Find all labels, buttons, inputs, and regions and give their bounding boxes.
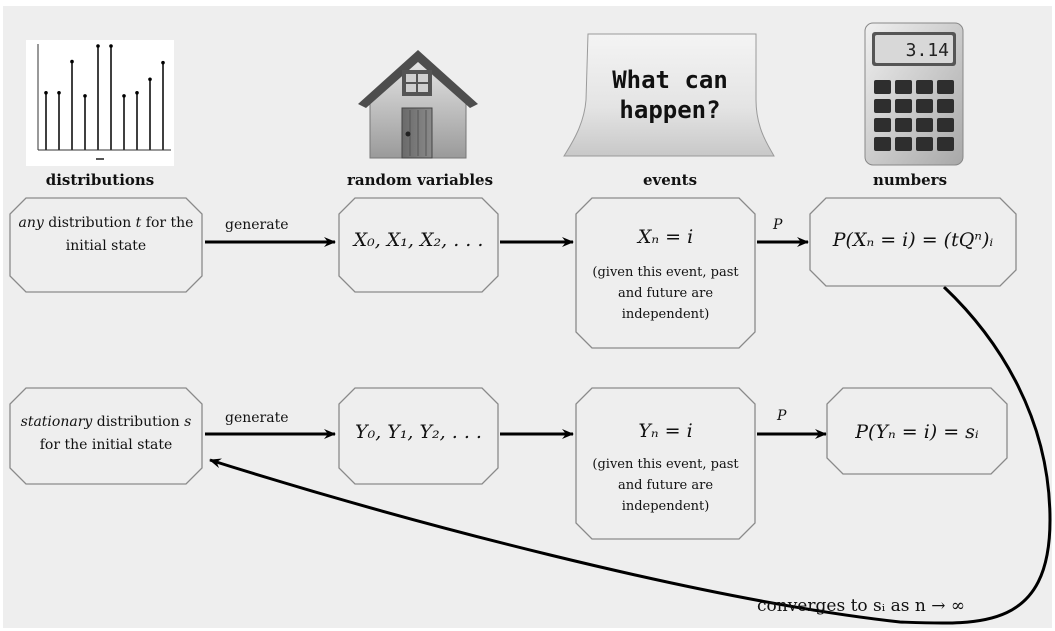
calculator-key: [937, 80, 954, 94]
event-y-note-2: and future are: [617, 478, 714, 493]
box-random-variables-y: Y₀, Y₁, Y₂, . . .: [339, 421, 498, 443]
box-stationary-distribution: stationary distribution s for the initia…: [10, 411, 202, 457]
dist-any-mid: distribution: [43, 215, 136, 231]
calculator-key: [895, 80, 912, 94]
calculator-key: [937, 137, 954, 151]
box-event-y: Yₙ = i (given this event, past and futur…: [576, 420, 755, 517]
box-number-x: P(Xₙ = i) = (tQⁿ)ᵢ: [810, 229, 1016, 251]
calculator-key: [937, 118, 954, 132]
calculator-key: [874, 99, 891, 113]
stem-dot: [44, 91, 48, 95]
dist-stationary-emph: stationary: [20, 414, 93, 430]
house-icon: [358, 50, 478, 159]
calculator-key: [895, 118, 912, 132]
stem-dot: [57, 91, 61, 95]
calculator-display: 3.14: [906, 40, 949, 61]
calculator-key: [916, 80, 933, 94]
calculator-icon: 3.14: [864, 22, 964, 166]
dist-stationary-line-2: for the initial state: [39, 437, 173, 453]
calculator-keypad: [874, 80, 954, 151]
calculator-key: [916, 118, 933, 132]
box-number-y: P(Yₙ = i) = sᵢ: [827, 421, 1007, 443]
calculator-key: [916, 137, 933, 151]
sticky-note-line-1: What can: [612, 66, 728, 94]
stem-plot-marks: [44, 44, 165, 150]
label-generate-row1: generate: [225, 217, 289, 233]
label-p-row1: P: [773, 217, 783, 233]
header-numbers: numbers: [872, 171, 948, 189]
dist-stationary-mid: distribution: [92, 414, 185, 430]
stem-dot: [148, 77, 152, 82]
event-y-note-1: (given this event, past: [592, 457, 739, 472]
event-x: Xₙ = i: [637, 226, 694, 248]
label-p-row2: P: [777, 408, 787, 424]
stem-dot: [122, 94, 126, 98]
event-x-note-1: (given this event, past: [592, 265, 739, 280]
header-random-variables: random variables: [346, 171, 494, 189]
label-generate-row2: generate: [225, 410, 289, 426]
dist-any-tail: for the: [141, 215, 194, 231]
stem-dot: [70, 59, 74, 64]
calculator-key: [916, 99, 933, 113]
converges-curve: [209, 285, 1052, 625]
dist-any-line-1: any distribution t for the: [10, 212, 202, 235]
header-events: events: [642, 171, 698, 189]
stem-dot: [109, 44, 113, 48]
dist-any-line-2: initial state: [65, 238, 147, 254]
rv-x-sequence: X₀, X₁, X₂, . . .: [353, 229, 484, 251]
number-x: P(Xₙ = i) = (tQⁿ)ᵢ: [832, 229, 994, 251]
calculator-key: [874, 137, 891, 151]
calculator-key: [937, 99, 954, 113]
box-event-x: Xₙ = i (given this event, past and futur…: [576, 226, 755, 325]
stem-plot-icon: [26, 40, 174, 166]
calculator-key: [874, 80, 891, 94]
label-converges: converges to sᵢ as n → ∞: [757, 596, 966, 616]
stem-dot: [161, 60, 165, 65]
header-distributions: distributions: [45, 171, 155, 189]
calculator-key: [895, 99, 912, 113]
stem-dot: [83, 94, 87, 98]
sticky-note-icon: What can happen?: [563, 33, 775, 157]
stem-dot: [135, 91, 139, 95]
calculator-key: [874, 118, 891, 132]
box-random-variables-x: X₀, X₁, X₂, . . .: [339, 229, 498, 251]
box-any-distribution: any distribution t for the initial state: [10, 212, 202, 258]
rv-y-sequence: Y₀, Y₁, Y₂, . . .: [355, 421, 482, 443]
dist-any-t: t: [135, 215, 142, 231]
dist-any-emph: any: [18, 215, 44, 231]
event-y: Yₙ = i: [638, 420, 693, 442]
event-y-note-3: independent): [621, 499, 710, 514]
calculator-key: [895, 137, 912, 151]
dist-stationary-s: s: [184, 414, 192, 430]
sticky-note-line-2: happen?: [619, 96, 720, 124]
event-x-note-2: and future are: [617, 286, 714, 301]
event-x-note-3: independent): [621, 307, 710, 322]
dist-stationary-line-1: stationary distribution s: [10, 411, 202, 434]
stem-dot: [96, 44, 100, 48]
number-y: P(Yₙ = i) = sᵢ: [855, 421, 979, 443]
